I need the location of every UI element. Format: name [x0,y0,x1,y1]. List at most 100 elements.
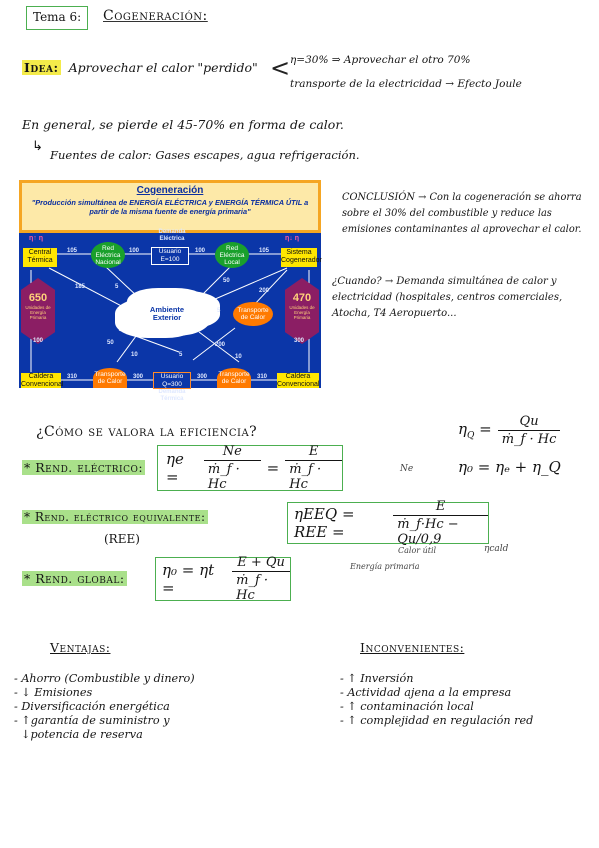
inconveniente-item: - ↑ complejidad en regulación red [340,714,534,727]
flow-i: 5 [217,308,221,314]
flow-j: 200 [259,288,270,294]
flow-t: 310 [257,374,268,380]
rend-global-num: E + Qu [237,555,285,570]
idea-branch-1: η=30% ⇒ Aprovechar el otro 70% [290,54,471,66]
node-central-termica: Central Térmica [23,248,57,267]
node-sistema-cogenerador: Sistema Cogenerador [281,248,322,267]
rend-global-lhs: η₀ = ηt = [162,561,215,597]
rend-electrico-label: * Rend. eléctrico: [22,460,146,475]
rend-global-label: * Rend. global: [22,571,127,586]
eta-q-num: Qu [519,414,539,429]
primary-left-value: 650 [28,292,48,304]
diagram-subtitle: "Producción simultánea de ENERGÍA ELÉCTR… [31,198,309,216]
rend-equivalente-text: * Rend. eléctrico equivalente: [22,510,208,524]
page-title: Cogeneración: [103,8,208,24]
cuando-text: → Demanda simultánea de calor y electric… [332,276,563,319]
node-transporte-calor-right: Transporte de Calor [233,302,273,326]
node-transporte-calor-bottom: Transporte de Calor [217,368,251,388]
node-caldera-left: Caldera Convencional [21,373,64,388]
flow-d: 100 [33,338,44,344]
ventaja-item: - ↓ Emisiones [14,686,93,699]
rend-electrico-n1: Ne [222,444,242,459]
diagram-header: Cogeneración "Producción simultánea de E… [19,180,321,233]
node-red-nacional: Red Eléctrica Nacional [91,242,125,268]
cogeneration-diagram: Cogeneración "Producción simultánea de E… [19,180,322,402]
tema-label: Tema 6: [33,10,82,24]
primary-energy-left: 650 Unidades de Energía Primaria [21,278,55,344]
cuando-label: ¿Cuando? [332,276,382,287]
flow-m: 5 [179,352,183,358]
flow-h: 50 [223,278,230,284]
eficiencia-heading: ¿Cómo se valora la eficiencia? [36,424,258,440]
ventaja-item: - Ahorro (Combustible y dinero) [14,672,195,685]
node-usuario-q: Usuario Q=300 [153,372,191,389]
diagram-arrows [30,253,310,381]
cuando-block: ¿Cuando? → Demanda simultánea de calor y… [332,274,594,322]
general-line-1: En general, se pierde el 45-70% en forma… [22,117,344,132]
rend-electrico-lhs: ηe = [166,450,184,486]
ambiente-label: Ambiente Exterior [149,305,185,322]
primary-energy-right: 470 Unidades de Energía Primaria [285,278,319,344]
rend-global-den: ṁ_f · Hc [232,571,290,603]
inconvenientes-list: - ↑ Inversión - Actividad ajena a la emp… [340,672,533,728]
demanda-termica-label: Demanda Térmica [158,389,186,402]
ventaja-item: - Diversificación energética [14,700,170,713]
ventaja-item: - ↑garantía de suministro y [14,714,170,727]
demanda-electrica-label: Demanda Eléctrica [158,229,186,242]
node-caldera-right: Caldera Convencional [277,373,320,388]
eta-q-den: ṁ_f · Hc [497,430,561,447]
flow-r: 300 [197,374,208,380]
node-usuario-e: Usuario E=100 [151,247,189,265]
flow-f: 185 [75,284,86,290]
annot-ne: Ne [400,464,414,474]
rend-equivalente-label: * Rend. eléctrico equivalente: [22,510,208,524]
flow-l: 10 [131,352,138,358]
primary-left-unit: Unidades de Energía Primaria [25,305,51,320]
rend-equivalente-lhs: ηEEQ = REE = [294,505,355,541]
node-transporte-calor-left: Transporte de Calor [93,368,127,388]
rend-global-text: * Rend. global: [22,571,127,586]
idea-branch-2: transporte de la electricidad → Efecto J… [290,78,522,90]
flow-k: 50 [107,340,114,346]
rend-electrico-text: * Rend. eléctrico: [22,460,146,475]
annot-calor-util: Calor útil [398,546,437,555]
flow-p: 310 [67,374,78,380]
flow-s: 300 [294,338,305,344]
primary-right-unit: Unidades de Energía Primaria [289,305,315,320]
arrow-icon: ↳ [32,139,43,154]
inconveniente-item: - ↑ contaminación local [340,700,474,713]
conclusion-text: CONCLUSIÓN → Con la cogeneración se ahor… [342,192,582,235]
ventaja-item: ↓potencia de reserva [14,728,143,741]
ventajas-list: - Ahorro (Combustible y dinero) - ↓ Emis… [14,672,195,742]
node-red-local: Red Eléctrica Local [215,242,249,268]
flow-c: 100 [195,248,206,254]
node-ambiente-exterior: Ambiente Exterior [123,292,211,336]
rend-electrico-d2: ṁ_f · Hc [285,460,342,492]
inconveniente-item: - Actividad ajena a la empresa [340,686,512,699]
idea-line: Idea: Aprovechar el calor "perdido" [22,60,258,75]
idea-text: Aprovechar el calor "perdido" [68,60,258,75]
idea-brace: < [270,54,291,82]
eff-left: η↑ η [29,235,43,242]
flow-n: 200 [215,342,226,348]
diagram-title: Cogeneración [136,185,204,196]
annot-eta-cald: ηcald [484,544,509,554]
primary-right-value: 470 [292,292,312,304]
tema-box: Tema 6: [26,6,88,30]
eff-right: η↓ η [285,235,299,242]
rend-equivalente-den: ṁ_f·Hc − Qu/0,9 [393,515,488,547]
flow-g: 5 [115,284,119,290]
rend-equivalente-sub: (REE) [104,532,140,546]
flow-e: 105 [259,248,270,254]
idea-label: Idea: [22,60,61,75]
rend-electrico-d1: ṁ_f · Hc [203,460,261,492]
flow-b: 100 [129,248,140,254]
inconvenientes-title: Inconvenientes: [360,640,465,655]
ventajas-title: Ventajas: [50,640,111,655]
eta-q-lhs: η [458,420,467,438]
flow-o: 10 [235,354,242,360]
